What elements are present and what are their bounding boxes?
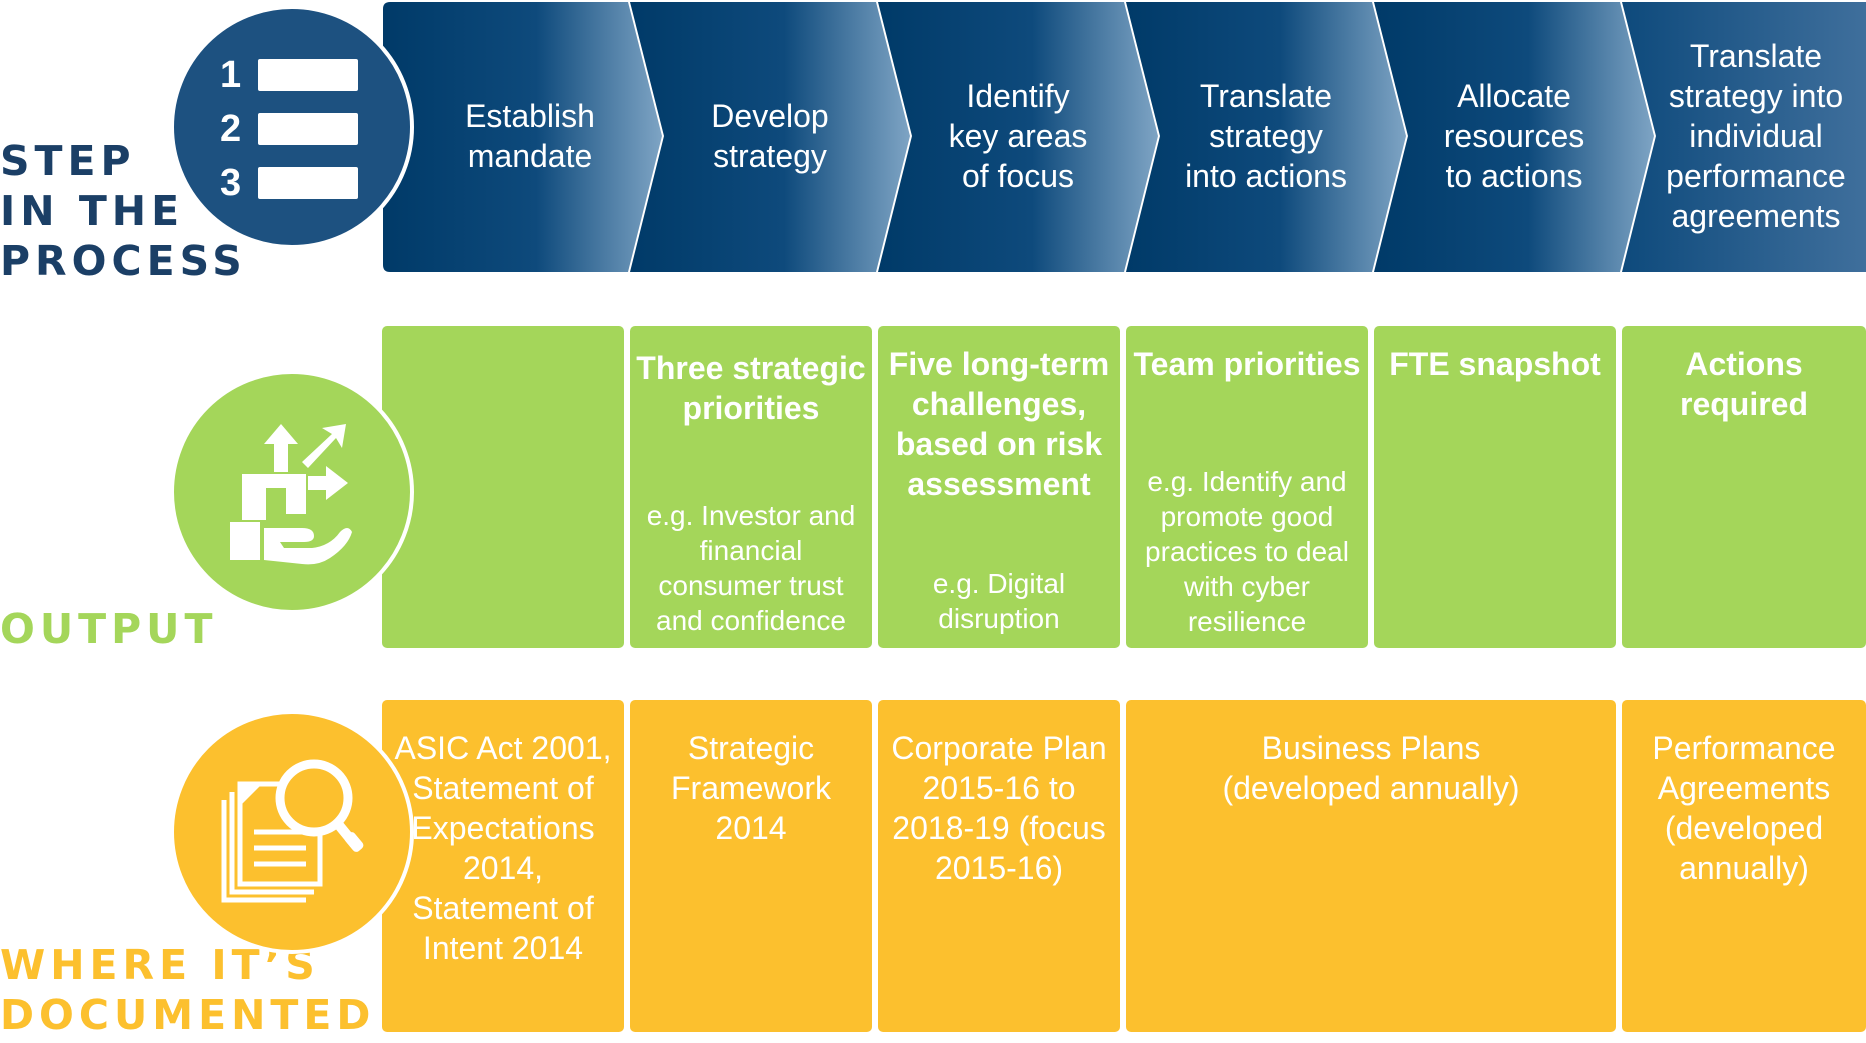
- step-5-label: Allocate resources to actions: [1443, 78, 1585, 194]
- step-2-label: Develop strategy: [711, 98, 829, 174]
- chevron-step-1: [383, 2, 662, 272]
- step-4-label: Translate strategy into actions: [1185, 78, 1347, 194]
- output-box-4: Team priorities e.g. Identify and promot…: [1126, 326, 1368, 648]
- documented-row-label: WHERE IT’S DOCUMENTED: [0, 941, 376, 1039]
- document-text: ASIC Act 2001, Statement of Expectations…: [394, 730, 612, 966]
- output-title: Five long-term challenges, based on risk…: [888, 346, 1110, 502]
- output-box-6: Actions required: [1622, 326, 1866, 648]
- output-box-1: [382, 326, 624, 648]
- chevron-step-4: [1126, 2, 1406, 272]
- document-box-3: Corporate Plan 2015-16 to 2018-19 (focus…: [878, 700, 1120, 1032]
- output-title: Team priorities: [1133, 346, 1361, 382]
- output-box-5: FTE snapshot: [1374, 326, 1616, 648]
- output-box-3: Five long-term challenges, based on risk…: [878, 326, 1120, 648]
- output-example: e.g. Investor and financial consumer tru…: [646, 500, 856, 636]
- svg-text:3: 3: [220, 162, 241, 204]
- numbered-list-icon: 1 2 3: [220, 54, 358, 204]
- output-title: FTE snapshot: [1389, 346, 1601, 382]
- chevron-step-2: [630, 2, 910, 272]
- output-example: e.g. Identify and promote good practices…: [1145, 466, 1349, 637]
- document-search-icon: [221, 759, 364, 903]
- document-text: Corporate Plan 2015-16 to 2018-19 (focus…: [891, 730, 1107, 886]
- document-text: Business Plans (developed annually): [1222, 730, 1520, 806]
- document-text: Performance Agreements (developed annual…: [1652, 730, 1836, 886]
- output-example: e.g. Digital disruption: [932, 568, 1066, 634]
- svg-text:1: 1: [220, 54, 241, 96]
- svg-text:2: 2: [220, 108, 241, 150]
- workflow-hand-icon: [230, 424, 352, 565]
- chevron-step-6: [1622, 2, 1866, 272]
- step-3-label: Identify key areas of focus: [948, 78, 1088, 194]
- document-box-2: Strategic Framework 2014: [630, 700, 872, 1032]
- document-box-5: Performance Agreements (developed annual…: [1622, 700, 1866, 1032]
- output-box-2: Three strategic priorities e.g. Investor…: [630, 326, 872, 648]
- documented-circle: [170, 710, 414, 954]
- output-row-label: OUTPUT: [0, 605, 218, 653]
- step-6-label: Translate strategy into individual perfo…: [1666, 38, 1846, 234]
- document-text: Strategic Framework 2014: [670, 730, 831, 846]
- chevron-step-5: [1374, 2, 1654, 272]
- chevron-step-3: [878, 2, 1158, 272]
- output-title: Actions required: [1679, 346, 1809, 422]
- document-box-4: Business Plans (developed annually): [1126, 700, 1616, 1032]
- document-box-1: ASIC Act 2001, Statement of Expectations…: [382, 700, 624, 1032]
- step-chevrons: [383, 2, 1866, 272]
- step-row-label: STEP IN THE PROCESS: [0, 137, 247, 285]
- output-title: Three strategic priorities: [636, 350, 866, 426]
- step-1-label: Establish mandate: [465, 98, 595, 174]
- output-circle: [170, 370, 414, 614]
- step-circle: 1 2 3: [170, 5, 414, 249]
